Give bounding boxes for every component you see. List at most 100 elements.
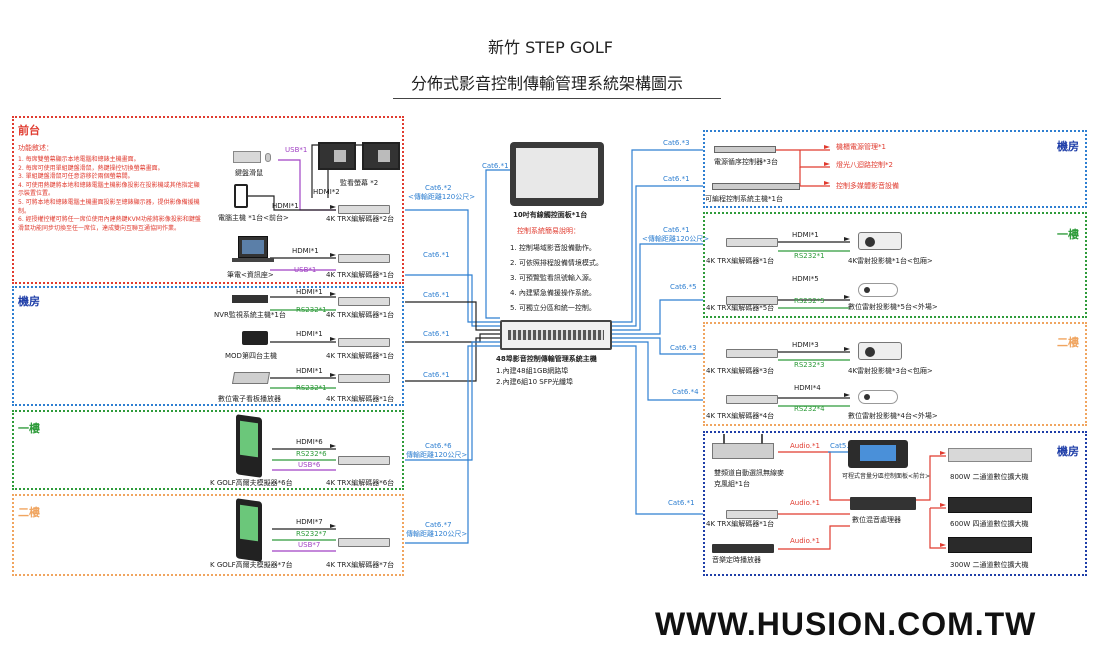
cat5-label: Cat5.*1: [830, 442, 857, 450]
projector-icon: [858, 342, 902, 360]
monitor-icon: [362, 142, 400, 170]
zone-label: 一樓: [18, 422, 40, 435]
encoder-icon: [726, 349, 778, 358]
mod-box-icon: [242, 331, 268, 345]
rs232-label: RS232*5: [794, 297, 825, 305]
cat6-label: Cat6.*1: [668, 499, 695, 507]
line-front-enc1: [405, 274, 500, 327]
cat6-label: Cat6.*2: [425, 184, 452, 192]
keyboard-icon: [233, 151, 261, 163]
line-kgolf6: [405, 341, 500, 461]
kgolf-label: K GOLF高爾夫模擬器*6台: [210, 479, 293, 487]
hdmi-label: HDMI*1: [296, 367, 323, 375]
projector-label: 4K雷射投影機*3台<包廂>: [848, 367, 933, 375]
hdmi-label: HDMI*1: [792, 231, 819, 239]
zone-label: 一樓: [1057, 228, 1079, 241]
encoder-icon: [726, 395, 778, 404]
line-prog: [612, 185, 703, 327]
nvr-label: NVR監視系統主機*1台: [214, 311, 286, 319]
line-r1: [612, 243, 703, 331]
page-title: 新竹 STEP GOLF: [488, 38, 613, 57]
zone-front-desk: 前台: [12, 116, 404, 284]
brand-logo: WWW.HUSION.COM.TW: [655, 606, 1037, 642]
panel-notes: 1. 控制場域影音設備動作。 2. 可依照排程設備情境模式。 3. 可預覽監看訊…: [510, 241, 603, 316]
amplifier-icon: [948, 448, 1032, 462]
distance-label: <傳輸距離120公尺>: [642, 235, 710, 243]
panel-note: 4. 內建緊急備援操作系統。: [510, 289, 596, 297]
rs232-label: RS232*1: [296, 306, 327, 314]
control-item: 機櫃電源管理*1: [836, 143, 886, 151]
line-nvr: [405, 301, 500, 331]
laptop-label: 筆電<資訊座>: [227, 271, 274, 279]
encoder-label: 4K TRX編解碼器*1台: [326, 311, 395, 319]
usb-label: USB*7: [298, 541, 321, 549]
zone-left-f1: 一樓: [12, 410, 404, 490]
zone-right-f1: 一樓: [703, 212, 1087, 318]
monitor-icon: [318, 142, 356, 170]
control-item: 燈光八迴路控制*2: [836, 161, 893, 169]
line-r5: [612, 299, 703, 335]
prog-label: 可編程控制系統主機*1台: [705, 195, 783, 203]
kiosk-icon: [236, 414, 262, 478]
encoder-icon: [338, 254, 390, 263]
cat6-label: Cat6.*1: [482, 162, 509, 170]
projector-label: 數位雷射投影機*5台<外場>: [848, 303, 938, 311]
encoder-icon: [338, 205, 390, 214]
keyboard-label: 鍵盤滑鼠: [235, 169, 263, 177]
laptop-icon: [238, 236, 268, 258]
panel-note: 1. 控制場域影音設備動作。: [510, 244, 596, 252]
hdmi-label: HDMI*3: [792, 341, 819, 349]
hdmi-label: HDMI*2: [313, 188, 340, 196]
music-label: 音樂定時播放器: [712, 556, 761, 564]
zone-right-room-top: 機房: [703, 130, 1087, 208]
mouse-icon: [265, 153, 271, 162]
hdmi-label: HDMI*4: [794, 384, 821, 392]
pc-tower-icon: [234, 184, 248, 208]
distance-label: 傳輸距離120公尺>: [406, 530, 468, 538]
feature-item: 3. 單組鍵盤滑鼠可任意游移於兩個螢幕間。: [18, 173, 134, 181]
encoder-icon: [338, 456, 390, 465]
main-switch-icon: [500, 320, 612, 350]
cat6-label: Cat6.*3: [663, 139, 690, 147]
encoder-label: 4K TRX編解碼器*1台: [706, 257, 775, 265]
hdmi-label: HDMI*1: [296, 330, 323, 338]
rs232-label: RS232*6: [296, 450, 327, 458]
line-power: [612, 149, 703, 323]
line-audio: [612, 345, 703, 515]
nvr-icon: [232, 295, 268, 303]
usb-label: USB*6: [298, 461, 321, 469]
cat6-label: Cat6.*1: [423, 330, 450, 338]
panel-note: 2. 可依照排程設備情境模式。: [510, 259, 603, 267]
zone-label: 機房: [18, 295, 40, 308]
cat6-label: Cat6.*1: [423, 371, 450, 379]
encoder-icon: [338, 338, 390, 347]
cat6-label: Cat6.*1: [663, 175, 690, 183]
zone-right-f2: 二樓: [703, 322, 1087, 426]
hdmi-label: HDMI*7: [296, 518, 323, 526]
hdmi-label: HDMI*1: [272, 202, 299, 210]
microphone-receiver-icon: [712, 434, 774, 459]
power-label: 電源循序控制器*3台: [714, 158, 778, 166]
dsp-icon: [850, 497, 916, 510]
feature-item: 6. 經授權控權可將任一席位使用內建熱鍵KVM功能將影像投影和鍵盤滑鼠功能同步切…: [18, 216, 201, 232]
encoder-label: 4K TRX編解碼器*1台: [706, 520, 775, 528]
page-subtitle: 分佈式影音控制傳輸管理系統架構圖示: [411, 74, 684, 93]
encoder-label: 4K TRX編解碼器*2台: [326, 215, 395, 223]
audio-label: Audio.*1: [790, 499, 820, 507]
hdmi-label: HDMI*1: [292, 247, 319, 255]
amplifier-icon: [948, 537, 1032, 553]
zone-right-room-bottom: 機房: [703, 431, 1087, 576]
hdmi-label: HDMI*1: [296, 288, 323, 296]
projector-icon: [858, 232, 902, 250]
feature-item: 4. 可使用熱鍵將本地和總錶電腦主機影像投影在投影機或其他指定顯示裝置位置。: [18, 181, 200, 198]
cat6-label: Cat6.*4: [672, 388, 699, 396]
arrowheads: [330, 205, 850, 528]
line-signage: [405, 337, 500, 382]
zone-label: 二樓: [1057, 336, 1079, 349]
distance-label: 傳輸距離120公尺>: [406, 451, 468, 459]
projector-label: 4K雷射投影機*1台<包廂>: [848, 257, 933, 265]
amp-label: 800W 二通道數位擴大機: [950, 473, 1029, 481]
title-underline: [393, 98, 721, 99]
encoder-icon: [338, 297, 390, 306]
